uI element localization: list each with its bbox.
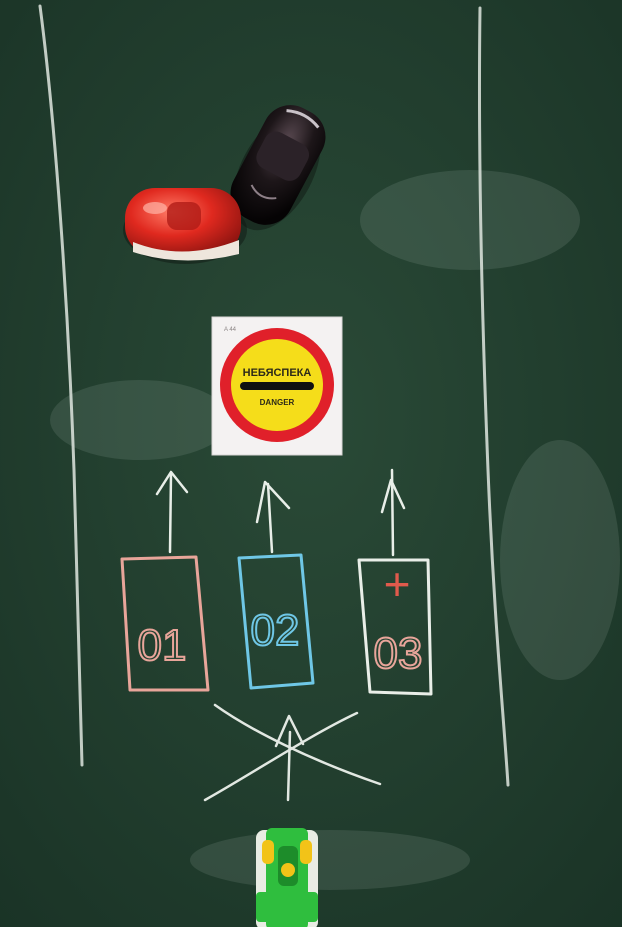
lane-box-01: 01 [120,555,210,692]
arrow-up-icon [155,470,189,554]
board-smudges [50,170,620,890]
lane-label-01: 01 [138,621,187,670]
lane-label-03: 03 [374,629,423,678]
crossed-lines [203,703,382,802]
sign-word-top: НЕБЯСПЕКА [243,367,312,379]
cross-symbol: + [384,558,411,610]
arrow-up-icon [255,480,291,554]
lane-label-02: 02 [251,606,300,655]
road-edge-left [38,4,84,767]
red-toy-car [123,188,247,264]
sign-word-bottom: DANGER [260,398,295,407]
sign-corner-text: A 44 [224,327,237,333]
green-toy-race-car [256,828,318,927]
sign-bar [240,382,314,390]
lane-box-02: 02 [237,553,315,690]
danger-sign: A 44 НЕБЯСПЕКА DANGER [211,316,343,456]
black-toy-car [230,105,326,231]
road-edge-right [477,6,510,787]
arrow-up-icon [380,468,406,557]
lane-box-03: + 03 [357,558,433,696]
